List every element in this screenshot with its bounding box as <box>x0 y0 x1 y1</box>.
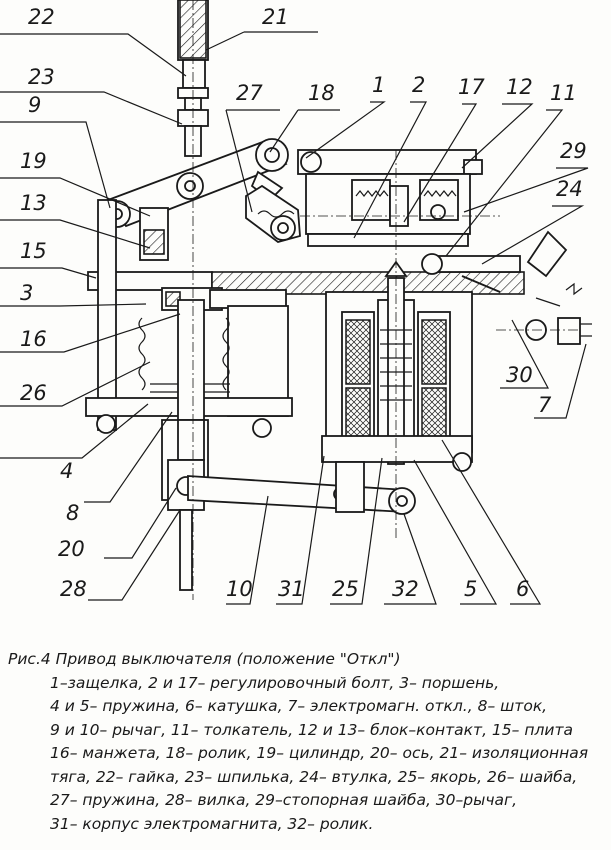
caption-line: 9 и 10– рычаг, 11– толкатель, 12 и 13– б… <box>50 720 573 739</box>
part-label: 20 <box>58 537 85 561</box>
part-label: 30 <box>506 363 533 387</box>
part-label: 7 <box>538 393 552 417</box>
part-label: 22 <box>28 5 55 29</box>
caption-line: 4 и 5– пружина, 6– катушка, 7– электрома… <box>50 697 548 715</box>
part-label: 31 <box>278 577 305 601</box>
part-label: 12 <box>506 75 533 99</box>
part-label: 19 <box>20 149 47 173</box>
part-label: 29 <box>560 139 587 163</box>
part-label: 21 <box>262 5 289 29</box>
caption-line: 16– манжета, 18– ролик, 19– цилиндр, 20–… <box>50 744 589 762</box>
part-labels: 22 21 23 27 18 1 2 17 12 11 9 29 19 24 1… <box>20 5 587 601</box>
part-label: 26 <box>20 381 47 405</box>
lever-10 <box>187 475 416 515</box>
part-label: 2 <box>412 73 425 97</box>
part-label: 6 <box>516 577 529 601</box>
caption-line: тяга, 22– гайка, 23– шпилька, 24– втулка… <box>50 767 578 786</box>
block-contact-12 <box>297 149 483 247</box>
actuator-drawing: 22 21 23 27 18 1 2 17 12 11 9 29 19 24 1… <box>0 0 592 605</box>
part-label: 9 <box>28 93 41 117</box>
leader-lines <box>0 31 589 605</box>
caption-line: 31– корпус электромагнита, 32– ролик. <box>50 814 374 833</box>
part-label: 3 <box>20 281 33 305</box>
latch <box>245 184 301 243</box>
part-label: 16 <box>20 327 47 351</box>
part-label: 18 <box>308 81 335 105</box>
caption-line: 27– пружина, 28– вилка, 29–стопорная шай… <box>50 791 518 809</box>
part-label: 13 <box>20 191 47 215</box>
part-label: 11 <box>550 81 577 105</box>
part-label: 5 <box>464 577 477 601</box>
figure-caption: Рис.4 Привод выключателя (положение "Отк… <box>0 648 611 848</box>
part-label: 17 <box>458 75 485 99</box>
part-label: 25 <box>332 577 359 601</box>
part-label: 4 <box>60 459 73 483</box>
part-label: 27 <box>236 81 263 105</box>
trip-lever-30 <box>421 230 592 345</box>
caption-line: 1–защелка, 2 и 17– регулировочный болт, … <box>50 673 500 692</box>
part-label: 1 <box>372 73 385 97</box>
part-label: 24 <box>556 177 583 201</box>
spring-4 <box>138 317 230 393</box>
part-label: 28 <box>60 577 87 601</box>
part-label: 15 <box>20 239 47 263</box>
lever-9 <box>103 138 289 228</box>
part-label: 32 <box>392 577 419 601</box>
electromagnet <box>321 260 473 513</box>
part-label: 10 <box>226 577 253 601</box>
part-label: 8 <box>66 501 79 525</box>
caption-title: Рис.4 Привод выключателя (положение "Отк… <box>8 650 401 668</box>
plate-15 <box>87 255 525 295</box>
part-label: 23 <box>28 65 55 89</box>
